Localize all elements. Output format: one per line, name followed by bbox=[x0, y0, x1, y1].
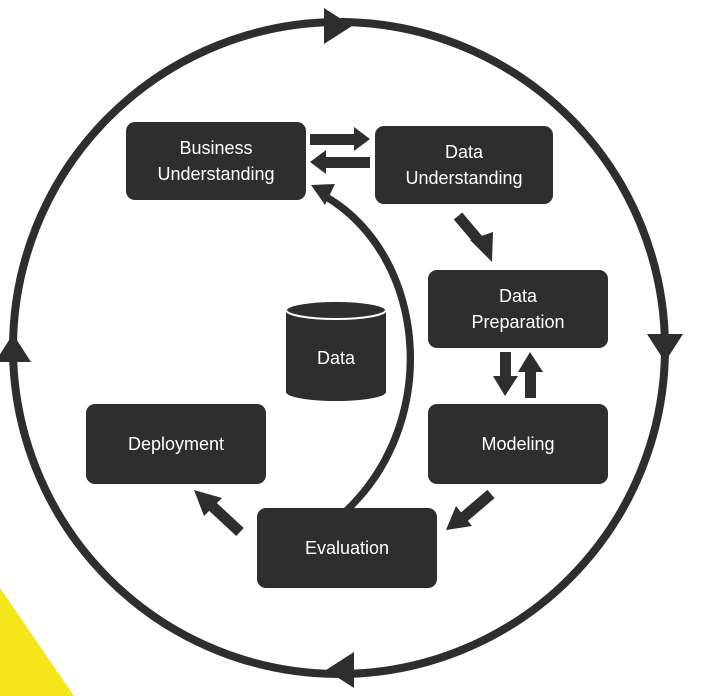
phase-label: Modeling bbox=[481, 434, 555, 454]
arrow-modeling-to-preparation bbox=[518, 352, 543, 398]
ring-arrowhead-right bbox=[647, 334, 683, 362]
arrow-preparation-to-modeling bbox=[493, 352, 518, 396]
ring-arrowhead-top bbox=[324, 8, 352, 44]
phase-deployment: Deployment bbox=[86, 404, 266, 484]
phase-label: Data Preparation bbox=[471, 286, 565, 332]
curved-arrowhead bbox=[311, 184, 335, 205]
phase-business-understanding: Business Understanding bbox=[126, 122, 306, 200]
phase-data-understanding: Data Understanding bbox=[375, 126, 553, 204]
ring-arrowhead-bottom bbox=[326, 652, 354, 688]
ring-arrowhead-left bbox=[0, 334, 31, 362]
data-store-label: Data bbox=[316, 347, 356, 368]
phase-label: Deployment bbox=[127, 434, 225, 454]
arrow-business-to-data-understanding bbox=[310, 127, 370, 151]
data-cylinder bbox=[285, 300, 387, 401]
phase-data-preparation: Data Preparation bbox=[428, 270, 608, 348]
phase-label: Data Understanding bbox=[405, 142, 523, 188]
arrow-evaluation-to-deployment bbox=[194, 490, 244, 537]
phase-modeling: Modeling bbox=[428, 404, 608, 484]
phase-label: Business Understanding bbox=[157, 138, 275, 184]
phase-evaluation: Evaluation bbox=[257, 508, 437, 588]
arrow-modeling-to-evaluation bbox=[446, 489, 495, 530]
corner-accent bbox=[0, 588, 74, 696]
arrow-data-understanding-to-business bbox=[310, 150, 370, 174]
arrow-evaluation-to-business-understanding bbox=[326, 195, 415, 510]
arrow-data-understanding-to-preparation bbox=[453, 212, 493, 262]
phase-label: Evaluation bbox=[304, 538, 390, 558]
